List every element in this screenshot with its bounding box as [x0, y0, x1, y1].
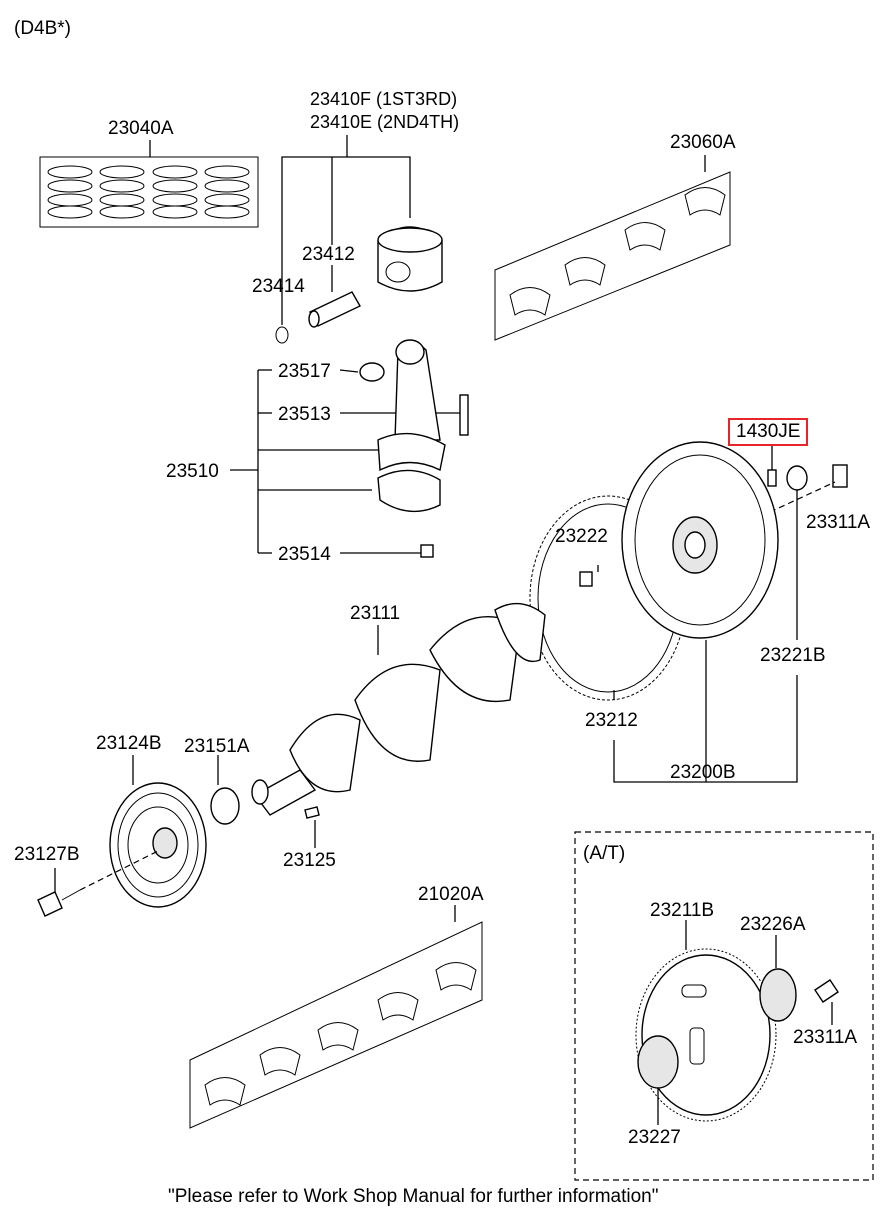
part-label-23211B: 23211B — [650, 900, 715, 921]
part-label-23222: 23222 — [555, 526, 608, 547]
at-section-illustration — [574, 831, 874, 1181]
part-label-23311A-at: 23311A — [793, 1027, 858, 1048]
part-label-21020A: 21020A — [418, 884, 484, 905]
part-label-23060A: 23060A — [670, 132, 736, 153]
part-label-23412: 23412 — [302, 244, 355, 265]
part-label-23151A: 23151A — [184, 736, 250, 757]
part-label-23514: 23514 — [278, 544, 331, 565]
part-label-23226A: 23226A — [740, 914, 806, 935]
main-bearing-set-lower-illustration — [189, 905, 483, 1129]
footer-note: "Please refer to Work Shop Manual for fu… — [168, 1186, 659, 1207]
part-label-23513: 23513 — [278, 404, 331, 425]
part-label-23510: 23510 — [166, 461, 219, 482]
part-label-23221B: 23221B — [760, 645, 826, 666]
crankshaft-illustration — [251, 602, 546, 848]
piston-assembly-illustration — [275, 135, 443, 344]
part-label-23124B: 23124B — [96, 733, 162, 754]
connecting-rod-illustration — [230, 339, 469, 558]
part-label-23517: 23517 — [278, 361, 331, 382]
part-label-23111: 23111 — [350, 603, 401, 624]
part-label-23414: 23414 — [252, 276, 305, 297]
at-section-title: (A/T) — [583, 843, 626, 864]
piston-ring-set-illustration — [39, 140, 259, 228]
part-label-23212: 23212 — [585, 710, 638, 731]
part-label-23127B: 23127B — [14, 844, 80, 865]
main-bearing-set-upper-illustration — [494, 155, 731, 341]
part-label-23200B: 23200B — [670, 762, 736, 783]
part-label-23125: 23125 — [283, 850, 336, 871]
part-label-23227: 23227 — [628, 1127, 681, 1148]
part-label-23040A: 23040A — [108, 118, 174, 139]
flywheel-illustration — [529, 441, 848, 783]
damper-pulley-illustration — [37, 755, 240, 917]
part-label-23311A: 23311A — [806, 512, 871, 533]
part-label-23410F: 23410F (1ST3RD) — [310, 89, 458, 109]
part-label-1430JE[interactable]: 1430JE — [728, 418, 809, 446]
part-label-23410E: 23410E (2ND4TH) — [310, 112, 460, 132]
engine-code-label: (D4B*) — [14, 18, 72, 39]
